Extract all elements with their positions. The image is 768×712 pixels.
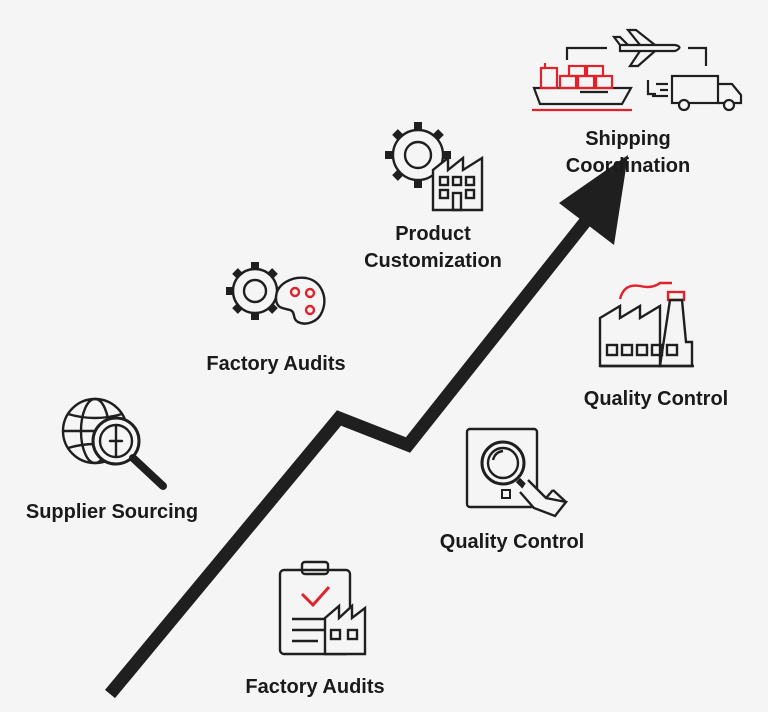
label-quality-control-lower: Quality Control (440, 529, 584, 556)
label-product-customization: Product Customization (364, 221, 502, 275)
growth-arrow (104, 155, 628, 699)
ship-plane-truck-icon (532, 28, 743, 112)
label-shipping-coordination: Shipping Coordination (566, 126, 690, 180)
label-line: Quality Control (583, 388, 729, 410)
gear-factory-icon (385, 122, 484, 212)
label-supplier-sourcing: Supplier Sourcing (26, 499, 198, 526)
label-line: Factory Audits (245, 676, 385, 698)
label-line: Supplier Sourcing (25, 501, 199, 523)
truck-icon (652, 74, 743, 112)
clipboard-checklist-icon (278, 560, 367, 656)
arrow-head (559, 155, 628, 245)
label-line: Customization (364, 250, 502, 272)
plane-icon (611, 28, 681, 68)
label-quality-control-upper: Quality Control (584, 386, 728, 413)
label-factory-audits-upper: Factory Audits (206, 351, 345, 378)
factory-smokestack-icon (598, 281, 694, 368)
label-line: Coordination (565, 155, 691, 177)
label-factory-audits-lower: Factory Audits (245, 674, 384, 701)
globe-magnifier-icon (61, 397, 167, 490)
ship-icon (532, 63, 633, 112)
label-line: Factory Audits (206, 353, 346, 375)
inspection-magnifier-icon (465, 427, 569, 518)
label-line: Shipping (585, 128, 671, 150)
label-line: Quality Control (439, 531, 585, 553)
gear-palette-icon (226, 262, 326, 325)
route-lines (565, 46, 708, 96)
label-line: Product (395, 223, 471, 245)
